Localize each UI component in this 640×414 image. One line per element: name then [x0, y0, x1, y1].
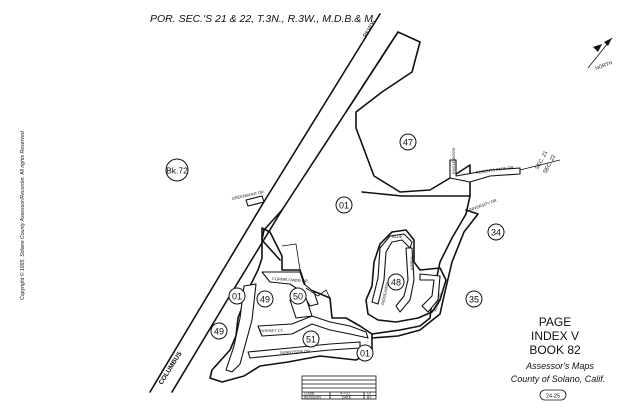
subdivision-east: BLUE ASPEN RIDGEVIEW WINDSOR	[365, 229, 447, 323]
north-arrow-icon: NORTH	[587, 37, 614, 72]
parcel-51-marker: 51	[302, 330, 320, 348]
sunnyside-label: SUNNYSIDE DR.	[280, 348, 312, 355]
parcel-35-marker: 35	[465, 290, 483, 308]
parcel-48-marker: 48	[387, 273, 405, 291]
revision-row2-date: DATE	[342, 396, 352, 400]
index-index: INDEX V	[531, 329, 579, 343]
dorset-label: DORSET CT.	[260, 328, 284, 333]
parcel-49-left-marker: 49	[210, 322, 228, 340]
svg-text:01: 01	[232, 292, 242, 302]
greenmont-label: GREENMONT DR.	[231, 189, 265, 201]
index-assessor: Assessor's Maps	[525, 361, 594, 371]
subdivision-west: CORNFLOWER DR. DORSET CT. SUNNYSIDE DR.	[209, 227, 373, 383]
regents-park-label: REGENTS PARK DR.	[475, 165, 514, 175]
svg-text:50: 50	[293, 292, 303, 302]
ridgeview-label: RIDGEVIEW	[380, 282, 390, 306]
svg-text:34: 34	[491, 228, 501, 238]
revision-table: Create 4-7-21 Gr REVISION DATE BY	[301, 375, 377, 400]
university-drive-road: UNIVERSITY DR.	[371, 197, 499, 339]
revision-row1-label: Create	[304, 392, 315, 396]
windsor-label: WINDSOR	[432, 292, 443, 312]
north-label: NORTH	[595, 60, 614, 72]
index-book: BOOK 82	[529, 343, 581, 357]
svg-text:Bk.72: Bk.72	[166, 166, 188, 176]
svg-text:01: 01	[339, 201, 349, 211]
svg-text:48: 48	[391, 278, 401, 288]
svg-text:24-25: 24-25	[546, 394, 560, 400]
svg-text:49: 49	[214, 327, 224, 337]
book-72-marker: Bk.72	[165, 158, 189, 182]
map-title: POR. SEC.'S 21 & 22, T.3N., R.3W., M.D.B…	[150, 13, 376, 25]
parcel-50-marker: 50	[289, 287, 307, 305]
columbus-label: COLUMBUS	[158, 350, 184, 386]
parcel-49-mid-marker: 49	[256, 290, 274, 308]
parcel-01-bottom-marker: 01	[356, 344, 374, 362]
cornflower-label: CORNFLOWER DR.	[272, 276, 309, 284]
englewood-label: ENGLEWOOD	[451, 147, 456, 174]
svg-text:35: 35	[469, 295, 479, 305]
svg-text:01: 01	[360, 349, 370, 359]
greenmont-road: GREENMONT DR.	[231, 189, 265, 207]
blue-label: BLUE	[392, 234, 403, 239]
svg-text:47: 47	[403, 138, 413, 148]
revision-row2-by: BY	[367, 396, 372, 400]
parcel-34-marker: 34	[487, 223, 505, 241]
aspen-label: ASPEN	[409, 256, 414, 270]
parcel-01-left-marker: 01	[228, 287, 246, 305]
regents-park-road: REGENTS PARK DR. ENGLEWOOD SEC. 21 SEC. …	[449, 147, 561, 183]
index-page: PAGE	[539, 315, 571, 329]
parcel-01-marker: 01	[335, 196, 353, 214]
parcel-01-boundary	[261, 195, 471, 335]
svg-text:49: 49	[260, 295, 270, 305]
index-block: PAGE INDEX V BOOK 82 Assessor's Maps Cou…	[511, 315, 606, 384]
svg-text:51: 51	[306, 335, 316, 345]
map-number-badge: 24-25	[539, 389, 567, 401]
index-county: County of Solano, Calif.	[511, 374, 606, 384]
revision-row2-label: REVISION	[304, 396, 321, 400]
revision-row1-date: 4-7-21	[340, 392, 350, 396]
parcel-47-marker: 47	[399, 133, 417, 151]
revision-row1-by: Gr	[367, 392, 372, 396]
university-label: UNIVERSITY DR.	[467, 197, 499, 213]
copyright-notice: Copyright © 1995, Solano County Assessor…	[19, 130, 26, 300]
parcel-47-boundary	[345, 31, 471, 197]
